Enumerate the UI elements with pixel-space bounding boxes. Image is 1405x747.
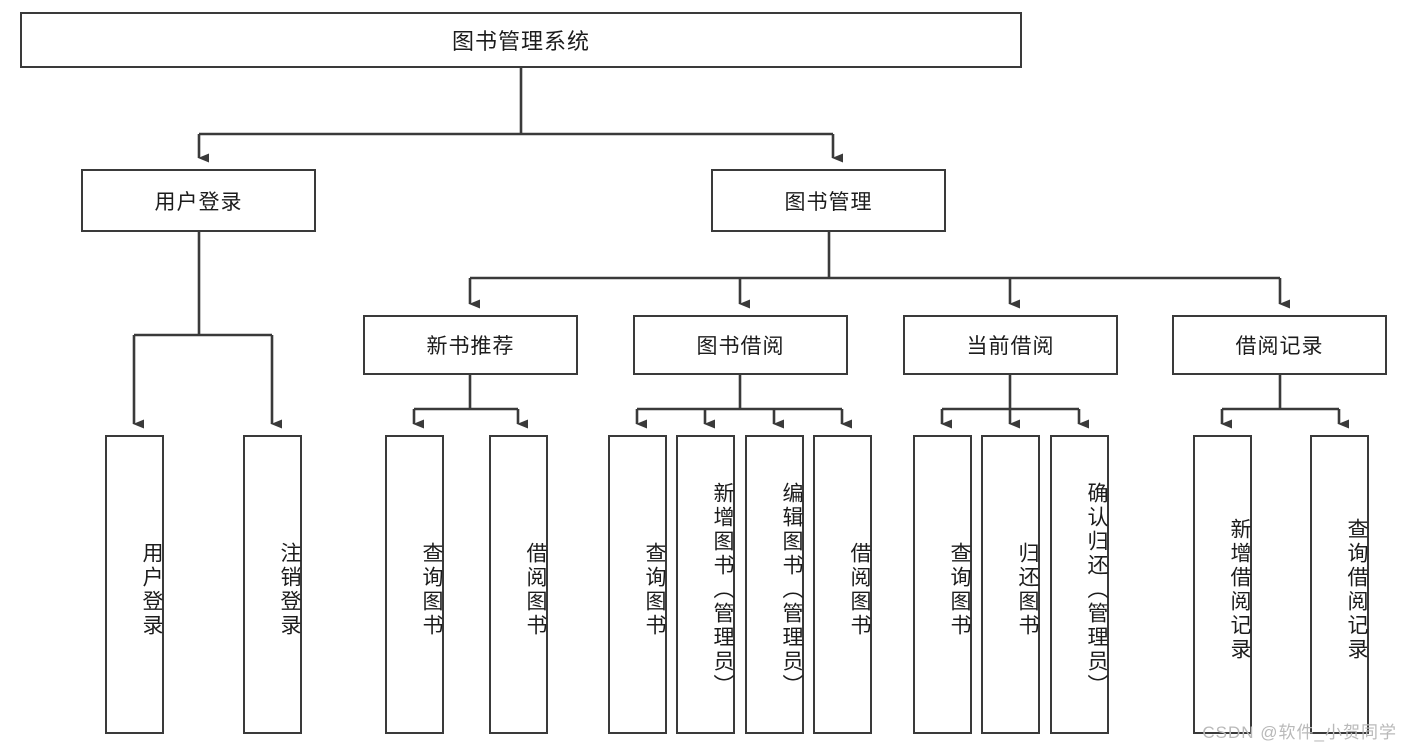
node-label: 用户登录 <box>140 541 163 638</box>
node-label: 查询图书 <box>643 541 666 638</box>
watermark-csdn: CSDN @软件_小贺同学 <box>1202 723 1397 742</box>
node-book-borrow[interactable]: 图书借阅 <box>633 315 848 375</box>
node-label: 借阅图书 <box>524 541 547 638</box>
leaf-book-borrow-borrow[interactable]: 借阅图书 <box>813 435 872 734</box>
leaf-user-login-signin[interactable]: 用户登录 <box>105 435 164 734</box>
leaf-current-borrow-query[interactable]: 查询图书 <box>913 435 972 734</box>
node-root-book-management-system[interactable]: 图书管理系统 <box>20 12 1022 68</box>
leaf-book-borrow-edit[interactable]: 编辑图书（管理员） <box>745 435 804 734</box>
node-label: 借阅图书 <box>848 541 871 638</box>
node-label: 新增借阅记录 <box>1228 517 1251 662</box>
node-label: 图书管理系统 <box>451 29 590 54</box>
node-label: 新增图书（管理员） <box>711 481 734 698</box>
leaf-current-borrow-confirm-return[interactable]: 确认归还（管理员） <box>1050 435 1109 734</box>
node-label: 图书管理 <box>784 190 873 214</box>
node-label: 归还图书 <box>1016 541 1039 638</box>
leaf-new-book-query[interactable]: 查询图书 <box>385 435 444 734</box>
node-borrow-record[interactable]: 借阅记录 <box>1172 315 1387 375</box>
node-label: 查询图书 <box>948 541 971 638</box>
leaf-book-borrow-add[interactable]: 新增图书（管理员） <box>676 435 735 734</box>
node-label: 注销登录 <box>278 541 301 638</box>
leaf-user-login-signout[interactable]: 注销登录 <box>243 435 302 734</box>
node-label: 借阅记录 <box>1235 335 1324 358</box>
node-label: 新书推荐 <box>426 335 515 358</box>
node-label: 查询图书 <box>420 541 443 638</box>
node-new-book-recommend[interactable]: 新书推荐 <box>363 315 578 375</box>
node-label: 图书借阅 <box>696 335 785 358</box>
node-label: 编辑图书（管理员） <box>780 481 803 698</box>
node-label: 确认归还（管理员） <box>1085 481 1108 698</box>
leaf-book-borrow-query[interactable]: 查询图书 <box>608 435 667 734</box>
leaf-new-book-borrow[interactable]: 借阅图书 <box>489 435 548 734</box>
node-label: 用户登录 <box>154 190 243 214</box>
node-user-login[interactable]: 用户登录 <box>81 169 316 232</box>
node-book-management[interactable]: 图书管理 <box>711 169 946 232</box>
leaf-borrow-record-add[interactable]: 新增借阅记录 <box>1193 435 1252 734</box>
leaf-current-borrow-return[interactable]: 归还图书 <box>981 435 1040 734</box>
node-label: 查询借阅记录 <box>1345 517 1368 662</box>
node-label: 当前借阅 <box>966 335 1055 358</box>
leaf-borrow-record-query[interactable]: 查询借阅记录 <box>1310 435 1369 734</box>
node-current-borrow[interactable]: 当前借阅 <box>903 315 1118 375</box>
